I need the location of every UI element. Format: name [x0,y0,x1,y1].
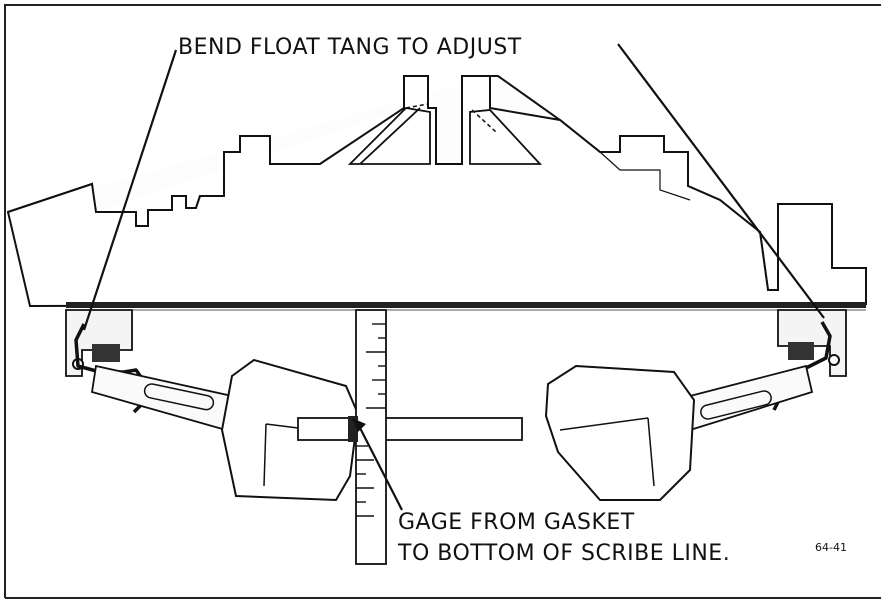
gauge-crossbar [297,417,523,441]
leader-scribe-line [357,423,403,511]
left-needle-seat [92,344,120,362]
left-vent-triangle [347,107,431,165]
figure-border [4,4,881,599]
right-float [544,364,696,501]
figure-number: 64-41 [815,541,847,554]
air-horn-silhouette [6,75,867,308]
leader-right-tang [617,43,825,319]
right-needle-seat [788,342,814,360]
callout-bend-float-tang: BEND FLOAT TANG TO ADJUST [178,35,522,60]
gasket-base [66,302,866,308]
right-hinge-pin [828,354,840,366]
leader-left-tang [82,49,178,331]
callout-gage-line-1: GAGE FROM GASKET [398,510,635,535]
right-step-contour [599,151,691,201]
scribe-line-mark [348,416,358,442]
scale-ruler [355,309,387,565]
left-vent-dashed [405,103,429,109]
right-float-arm [689,364,814,432]
right-vent-triangle [469,109,543,165]
left-arm-slot [143,383,215,411]
right-arm-slot [700,390,772,420]
left-float [220,358,360,502]
right-float-seam [559,417,655,487]
right-vent-dashed [471,109,497,133]
callout-gage-line-2: TO BOTTOM OF SCRIBE LINE. [398,541,731,566]
ruler-ticks [356,323,386,517]
leader-arrowhead-scribe [352,418,366,432]
